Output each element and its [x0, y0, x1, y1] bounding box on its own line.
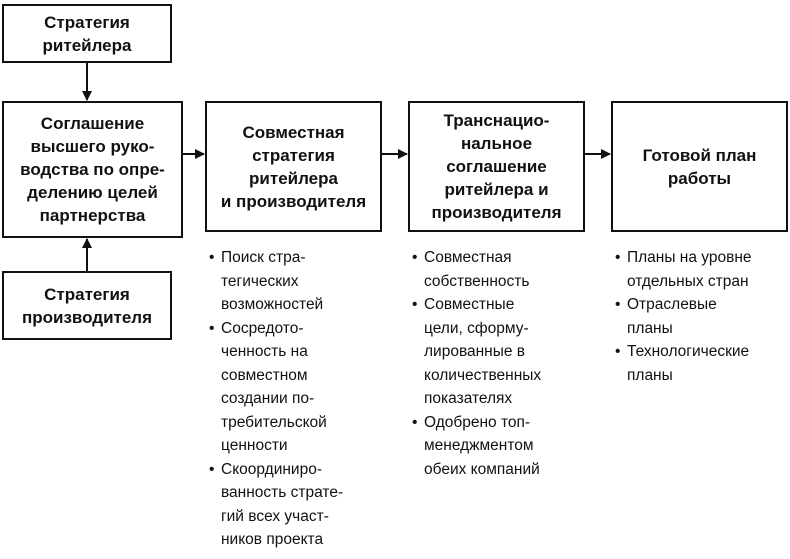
bullet-item: Планы на уровне отдельных стран: [612, 246, 788, 293]
work-plan-bullet-list: Планы на уровне отдельных стран Отраслев…: [612, 246, 788, 387]
partnership-goals-agreement-box: Соглашение высшего руко- водства по опре…: [2, 101, 183, 238]
joint-strategy-bullet-list: Поиск стра- тегических возможностей Соср…: [206, 246, 390, 552]
retailer-strategy-box: Стратегия ритейлера: [2, 4, 172, 63]
bullet-item: Технологические планы: [612, 340, 788, 387]
bullet-item: Сосредото- ченность на совместном создан…: [206, 317, 390, 458]
bullet-item: Одобрено топ- менеджментом обеих компани…: [409, 411, 593, 482]
bullet-item: Совместные цели, сформу- лированные в ко…: [409, 293, 593, 411]
work-plan-box: Готовой план работы: [611, 101, 788, 232]
joint-strategy-box: Совместная стратегия ритейлера и произво…: [205, 101, 382, 232]
bullet-item: Скоординиро- ванность страте- гий всех у…: [206, 458, 390, 552]
joint-strategy-label: Совместная стратегия ритейлера и произво…: [220, 122, 367, 211]
bullet-item: Поиск стра- тегических возможностей: [206, 246, 390, 317]
transnational-agreement-box: Транснацио- нальное соглашение ритейлера…: [408, 101, 585, 232]
retailer-strategy-label: Стратегия ритейлера: [42, 12, 132, 55]
manufacturer-strategy-box: Стратегия производителя: [2, 271, 172, 340]
work-plan-label: Готовой план работы: [642, 145, 757, 188]
transnational-agreement-label: Транснацио- нальное соглашение ритейлера…: [431, 111, 562, 222]
partnership-goals-agreement-label: Соглашение высшего руко- водства по опре…: [20, 114, 165, 225]
bullet-item: Совместная собственность: [409, 246, 593, 293]
bullet-item: Отраслевые планы: [612, 293, 788, 340]
transnational-agreement-bullet-list: Совместная собственность Совместные цели…: [409, 246, 593, 481]
manufacturer-strategy-label: Стратегия производителя: [21, 284, 153, 327]
